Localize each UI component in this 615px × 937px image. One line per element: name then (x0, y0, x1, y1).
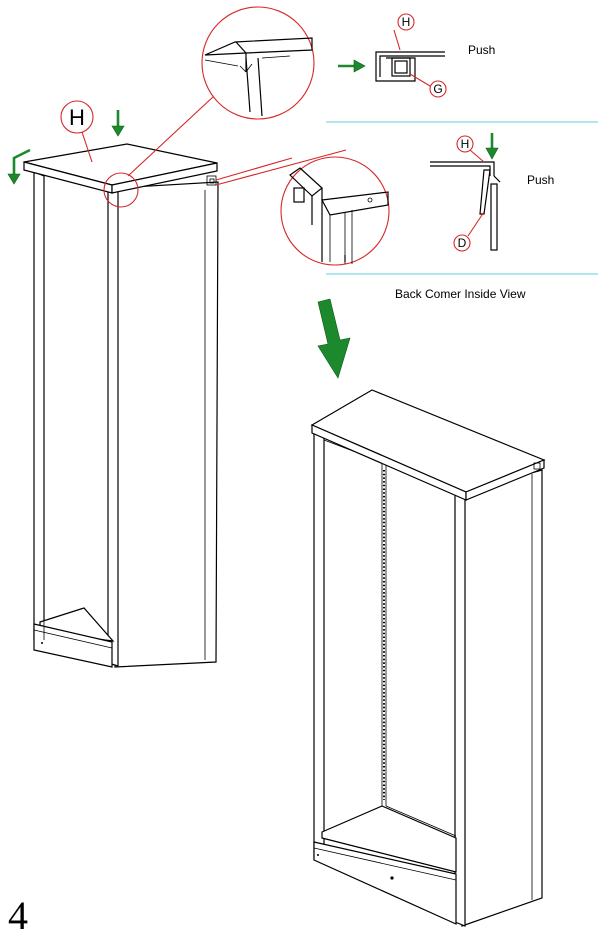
callout-front-corner (103, 172, 139, 208)
detail-back-corner (280, 156, 390, 266)
part-label-h-main: H (60, 100, 94, 163)
top-panel-h (23, 143, 218, 194)
view-caption: Back Comer Inside View (395, 287, 526, 301)
part-label-h-detail1: H (402, 15, 411, 29)
cabinet-left (23, 143, 219, 668)
transition-arrow-icon (317, 298, 351, 379)
push-arrow-right-icon (338, 59, 366, 73)
step-number: 4 (8, 893, 28, 937)
bent-arrow-icon (7, 148, 31, 185)
detail-front-corner (201, 6, 315, 120)
push-label-1: Push (468, 43, 495, 57)
down-arrow-icon (111, 110, 125, 137)
part-label-g-detail1: G (433, 82, 442, 96)
part-label-h-main-text: H (69, 105, 85, 130)
push-arrow-down-icon (485, 133, 499, 160)
part-label-d-detail2: D (458, 236, 467, 250)
part-label-h-detail2: H (461, 137, 470, 151)
detail-hg-section: H G Push (338, 13, 495, 98)
cabinet-right (310, 389, 546, 927)
detail-hd-section: H D Push (430, 133, 554, 252)
push-label-2: Push (527, 173, 554, 187)
